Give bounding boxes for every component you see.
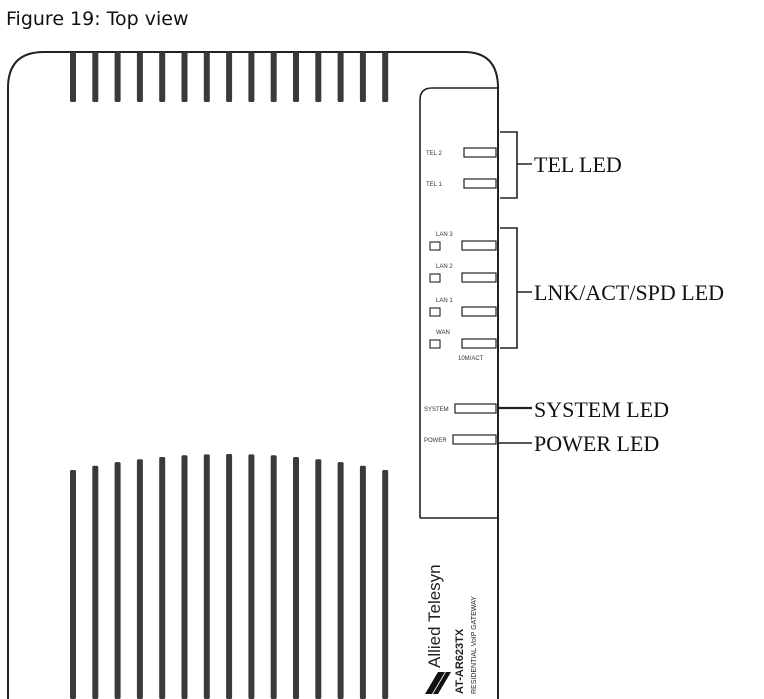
vent-slot bbox=[70, 52, 76, 102]
power-label: POWER bbox=[424, 438, 447, 444]
lan3-small-led bbox=[429, 241, 441, 251]
wan-small-led bbox=[429, 339, 441, 349]
lnk-bracket bbox=[500, 227, 532, 349]
vent-slot bbox=[226, 454, 233, 699]
tel1-label: TEL 1 bbox=[426, 182, 442, 188]
vent-slot bbox=[92, 52, 99, 102]
vent-slot bbox=[315, 52, 322, 102]
vent-slot bbox=[181, 455, 188, 699]
vent-slot bbox=[203, 52, 210, 102]
lan1-label: LAN 1 bbox=[436, 298, 453, 304]
vent-slot bbox=[382, 470, 389, 699]
vent-slot bbox=[136, 52, 143, 102]
lnk-led-callout: LNK/ACT/SPD LED bbox=[534, 280, 724, 305]
lan2-label: LAN 2 bbox=[436, 264, 453, 270]
vent-slot bbox=[114, 462, 121, 699]
brand-block: Allied Telesyn AT-AR623TX RESIDENTIAL Vo… bbox=[425, 564, 478, 694]
lan2-small-led bbox=[429, 273, 441, 283]
system-led bbox=[454, 403, 497, 414]
vent-slot bbox=[293, 52, 299, 102]
system-label: SYSTEM bbox=[424, 407, 449, 413]
model-name: AT-AR623TX bbox=[454, 628, 466, 694]
lan1-small-led bbox=[429, 307, 441, 317]
vent-slot bbox=[203, 454, 210, 699]
model-description: RESIDENTIAL VoIP GATEWAY bbox=[471, 596, 478, 694]
vent-slot bbox=[136, 459, 143, 699]
vent-slot bbox=[159, 52, 166, 102]
allied-telesyn-logo-icon bbox=[425, 672, 451, 694]
speed-label: 10M/ACT bbox=[458, 356, 484, 362]
lan3-led bbox=[461, 240, 497, 251]
wan-label: WAN bbox=[436, 330, 450, 336]
power-led-callout: POWER LED bbox=[534, 431, 659, 456]
vent-slot bbox=[248, 52, 255, 102]
tel-bracket bbox=[500, 131, 532, 199]
vent-slot bbox=[359, 465, 366, 699]
bottom-vent-slots bbox=[70, 454, 389, 699]
vent-slot bbox=[337, 52, 344, 102]
lan3-label: LAN 3 bbox=[436, 232, 453, 238]
device-outline bbox=[7, 51, 499, 699]
tel2-label: TEL 2 bbox=[426, 151, 442, 157]
tel-led-callout: TEL LED bbox=[534, 152, 622, 177]
vent-slot bbox=[114, 52, 121, 102]
lan1-led bbox=[461, 306, 497, 317]
lan2-led bbox=[461, 272, 497, 283]
wan-led bbox=[461, 338, 497, 349]
figure-caption: Figure 19: Top view bbox=[6, 8, 189, 30]
vent-slot bbox=[226, 52, 233, 102]
power-led bbox=[452, 434, 497, 445]
top-vent-slots bbox=[70, 52, 389, 102]
tel2-led bbox=[463, 147, 497, 158]
vent-slot bbox=[92, 465, 99, 699]
vent-slot bbox=[270, 455, 277, 699]
vent-slot bbox=[315, 459, 322, 699]
led-panel bbox=[419, 87, 498, 519]
vent-slot bbox=[181, 52, 188, 102]
vent-slot bbox=[270, 52, 277, 102]
vent-slot bbox=[359, 52, 366, 102]
tel1-led bbox=[463, 178, 497, 189]
vent-slot bbox=[159, 456, 166, 699]
vent-slot bbox=[70, 470, 76, 699]
vent-slot bbox=[337, 462, 344, 699]
vent-slot bbox=[293, 456, 299, 699]
system-led-callout: SYSTEM LED bbox=[534, 397, 669, 422]
vent-slot bbox=[248, 454, 255, 699]
vent-slot bbox=[382, 52, 389, 102]
brand-name: Allied Telesyn bbox=[425, 564, 444, 668]
